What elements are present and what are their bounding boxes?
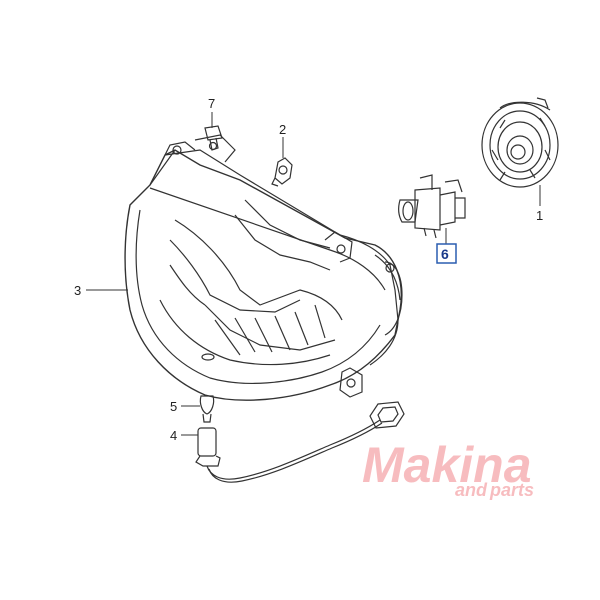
callout-5: 5 — [170, 399, 177, 414]
mounting-bolt — [204, 125, 223, 151]
callout-6-highlight-box — [436, 243, 457, 264]
callout-4: 4 — [170, 428, 177, 443]
adjuster-clip — [271, 157, 293, 187]
callout-3: 3 — [74, 283, 81, 298]
callout-7: 7 — [208, 96, 215, 111]
position-bulb — [199, 395, 215, 423]
callout-leaders — [86, 112, 541, 436]
headlight-housing — [124, 134, 403, 401]
callout-6: 6 — [441, 246, 449, 262]
headlight-bulb — [398, 174, 466, 239]
watermark-main-text: Makina — [362, 437, 532, 493]
watermark-parts-text: parts — [489, 480, 534, 500]
dust-cover — [481, 97, 559, 188]
watermark-and-text: and — [455, 480, 488, 500]
callout-2: 2 — [279, 122, 286, 137]
socket-wire-harness — [195, 401, 405, 483]
makina-parts-watermark: Makina and parts — [362, 437, 534, 500]
callout-1: 1 — [536, 208, 543, 223]
